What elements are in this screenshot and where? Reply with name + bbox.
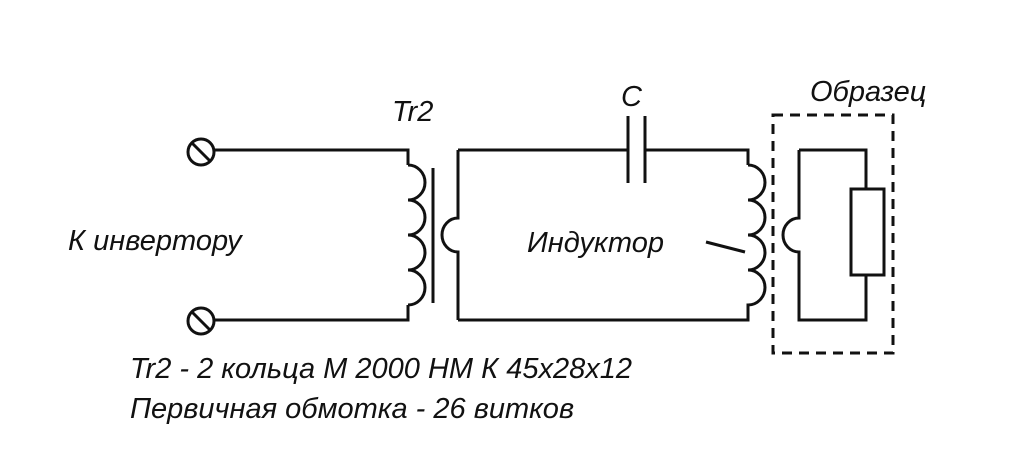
capacitor bbox=[626, 116, 647, 183]
input-label: К инвертору bbox=[68, 225, 242, 257]
capacitor-label: C bbox=[621, 81, 642, 113]
transformer-label: Tr2 bbox=[392, 96, 434, 128]
note-core: Tr2 - 2 кольца М 2000 НМ К 45x28x12 bbox=[130, 353, 633, 385]
inductor-coil bbox=[458, 163, 767, 322]
secondary-winding bbox=[440, 150, 460, 320]
sample-resistor bbox=[849, 187, 886, 277]
terminal-bottom bbox=[186, 306, 216, 336]
sample-boundary bbox=[771, 113, 895, 355]
primary-wire-top bbox=[214, 148, 410, 165]
resonant-wire-top-right bbox=[645, 148, 750, 165]
primary-wire-bottom bbox=[214, 305, 410, 322]
primary-winding bbox=[407, 163, 427, 307]
inductor-leader bbox=[705, 240, 746, 254]
sample-loop bbox=[781, 148, 868, 322]
sample-label: Образец bbox=[810, 76, 927, 108]
inductor-label: Индуктор bbox=[527, 227, 665, 259]
note-turns: Первичная обмотка - 26 витков bbox=[130, 393, 575, 425]
terminal-top bbox=[186, 137, 216, 167]
